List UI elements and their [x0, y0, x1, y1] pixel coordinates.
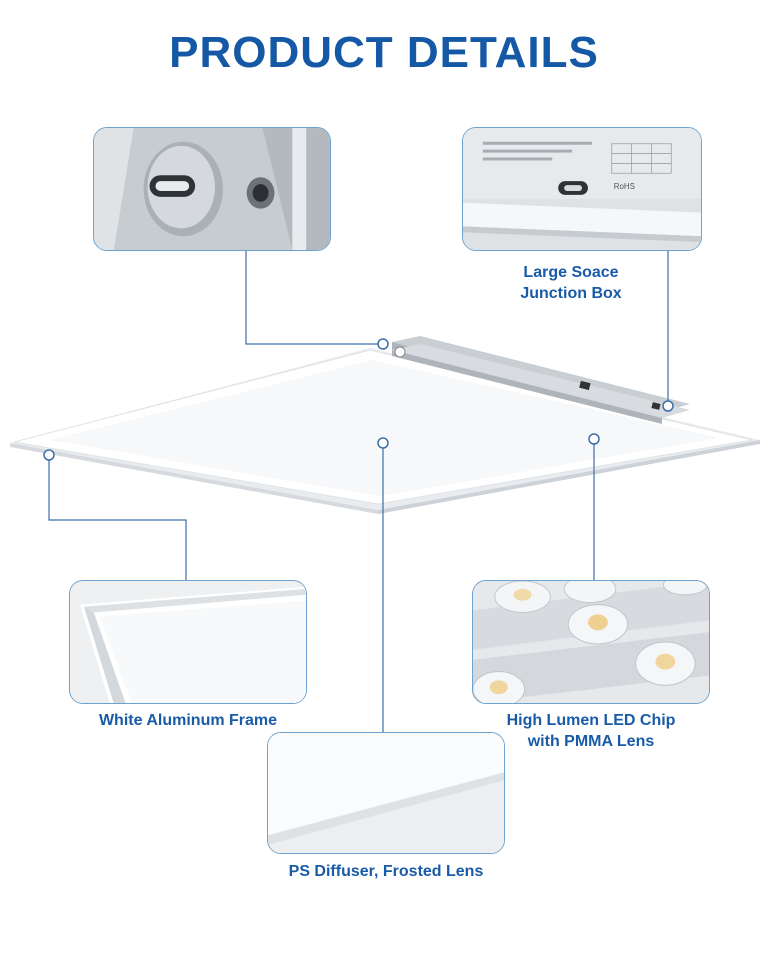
- leader-lines: [48, 250, 669, 732]
- junction-box-label: Large Soace Junction Box: [478, 262, 664, 304]
- marker-dot: [588, 433, 600, 445]
- junction-box-label-line2: Junction Box: [520, 285, 622, 302]
- diffuser-callout: [267, 732, 505, 854]
- marker-dot: [377, 338, 389, 350]
- frame-label: White Aluminum Frame: [98, 712, 278, 729]
- page-title: PRODUCT DETAILS: [169, 28, 599, 77]
- junction-box-callout: RoHS: [462, 127, 702, 251]
- rohs-print: RoHS: [614, 182, 635, 191]
- diffuser-label: PS Diffuser, Frosted Lens: [288, 863, 484, 880]
- led-chip-label: High Lumen LED Chip with PMMA Lens: [478, 710, 704, 752]
- frame-callout: [69, 580, 307, 704]
- marker-dot: [43, 449, 55, 461]
- led-chip-label-line2: with PMMA Lens: [527, 733, 655, 750]
- mounting-clip-callout: [93, 127, 331, 251]
- marker-dot: [377, 437, 389, 449]
- led-chip-callout: [472, 580, 710, 704]
- marker-dot: [662, 400, 674, 412]
- led-chip-icon: [473, 581, 709, 703]
- mounting-clip-icon: [94, 128, 330, 250]
- led-chip-label-line1: High Lumen LED Chip: [506, 712, 676, 729]
- junction-box-label-line1: Large Soace: [523, 264, 619, 281]
- diffuser-edge-icon: [268, 733, 504, 853]
- frame-corner-icon: [70, 581, 306, 703]
- led-panel-image: [10, 336, 760, 514]
- junction-box-icon: RoHS: [463, 128, 701, 250]
